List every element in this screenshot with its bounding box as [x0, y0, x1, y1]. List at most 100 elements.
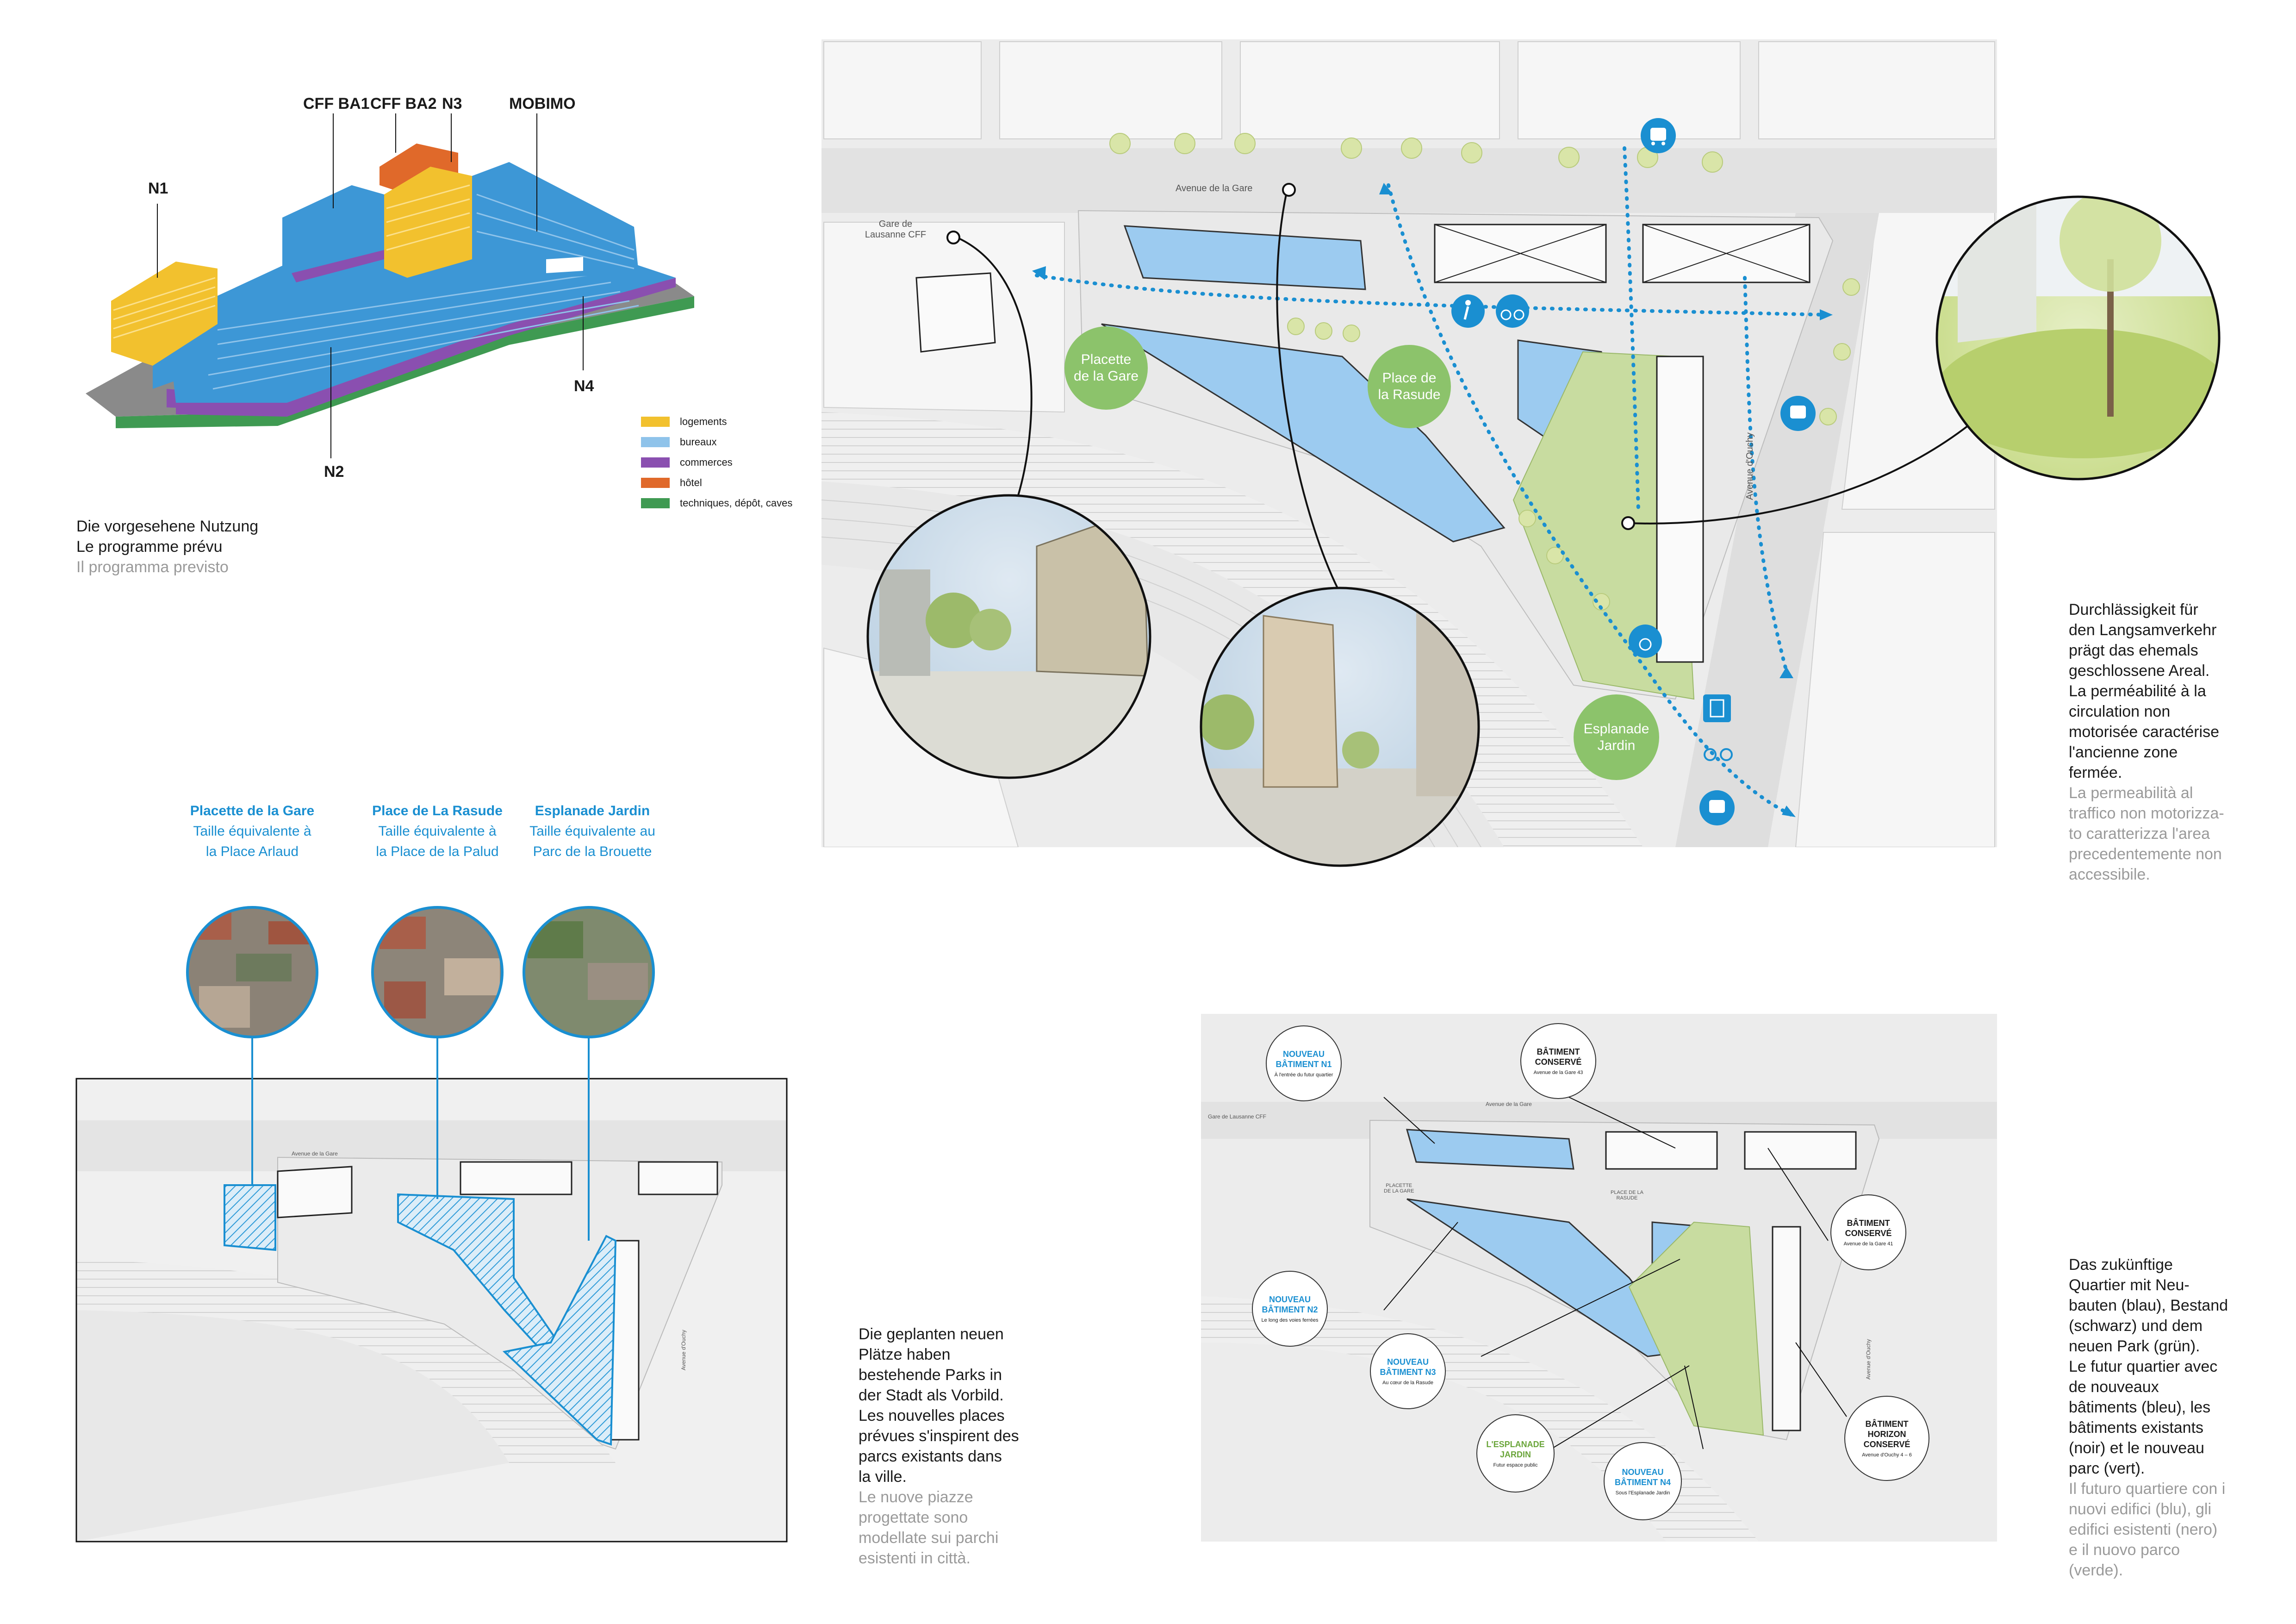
ring-sub: Au cœur de la Rasude — [1382, 1380, 1434, 1386]
park-line: Taille équivalente à — [378, 824, 497, 839]
parks-street-ouchy: Avenue d'Ouchy — [680, 1330, 687, 1370]
caption-line: Le nuove piazze — [859, 1488, 973, 1506]
caption-line: parc (vert). — [2069, 1460, 2145, 1477]
legend-swatch — [641, 478, 670, 488]
legend-swatch — [641, 437, 670, 447]
park-heading-placette: Placette de la Gare Taille équivalente à… — [164, 801, 340, 862]
park-line: la Place de la Palud — [376, 844, 499, 859]
caption-line: traffico non motorizza- — [2069, 805, 2224, 822]
volume-n2 — [167, 250, 676, 403]
bottom-plan-caption: Das zukünftige Quartier mit Neu- bauten … — [2069, 1255, 2228, 1580]
park-heading-rasude: Place de La Rasude Taille équivalente à … — [349, 801, 525, 862]
caption-line: de nouveaux — [2069, 1378, 2159, 1396]
caption-it: Il programma previsto — [76, 558, 229, 576]
pedestrian-icon — [1451, 294, 1485, 328]
caption-line: circulation non — [2069, 703, 2171, 720]
caption-line: esistenti in città. — [859, 1549, 971, 1567]
ring-title: NOUVEAU — [1387, 1357, 1429, 1367]
ring-title: CONSERVÉ — [1863, 1440, 1910, 1449]
park-heading-esplanade: Esplanade Jardin Taille équivalente au P… — [504, 801, 680, 862]
bubble-line: Esplanade — [1583, 721, 1649, 737]
aerial-arlaud — [186, 906, 318, 1038]
caption-line: prägt das ehemals — [2069, 642, 2198, 659]
parks-street-gare: Avenue de la Gare — [292, 1150, 338, 1157]
ring-title: NOUVEAU — [1269, 1295, 1311, 1304]
hatch-placette — [224, 1184, 276, 1251]
caption-line: prévues s'inspirent des — [859, 1427, 1019, 1445]
caption-line: bauten (blau), Bestand — [2069, 1297, 2228, 1314]
ring-title: NOUVEAU — [1622, 1467, 1664, 1477]
ring-title: BÂTIMENT — [1847, 1218, 1890, 1228]
caption-line: Die geplanten neuen — [859, 1325, 1004, 1343]
caption-line: neuen Park (grün). — [2069, 1337, 2200, 1355]
caption-line: (noir) et le nouveau — [2069, 1439, 2204, 1457]
caption-line: Plätze haben — [859, 1346, 951, 1363]
park-title: Placette de la Gare — [190, 803, 315, 818]
caption-line: (verde). — [2069, 1562, 2123, 1579]
caption-line: (schwarz) und dem — [2069, 1317, 2203, 1335]
legend-item: logements — [641, 416, 727, 428]
street-label-ouchy: Avenue d'Ouchy — [1745, 432, 1755, 500]
ring-title: HORIZON — [1867, 1430, 1906, 1439]
caption-line: Durchlässigkeit für — [2069, 601, 2198, 618]
bottom-street-gare: Avenue de la Gare — [1486, 1101, 1532, 1107]
label-n4: N4 — [574, 377, 594, 395]
station-label-line: Gare de — [878, 219, 913, 229]
ring-n4: NOUVEAU BÂTIMENT N4 Sous l'Esplanade Jar… — [1604, 1442, 1682, 1520]
caption-line: La permeabilità al — [2069, 784, 2193, 802]
aerial-brouette — [523, 906, 655, 1038]
station-label: Gare de Lausanne CFF — [863, 219, 928, 240]
ring-title: JARDIN — [1500, 1449, 1531, 1459]
bus-icon-south — [1699, 790, 1735, 825]
caption-line: bestehende Parks in — [859, 1366, 1002, 1384]
ring-sub: Le long des voies ferrées — [1261, 1318, 1319, 1323]
station-label-line: Lausanne CFF — [865, 230, 927, 240]
parks-plan — [75, 906, 788, 1543]
volume-n1 — [111, 262, 218, 366]
bus-icon-ouchy — [1780, 396, 1816, 431]
label-cff-ba2: CFF BA2 — [370, 95, 437, 112]
volume-diagram — [86, 113, 694, 458]
label-n3: N3 — [442, 95, 462, 112]
ring-n1: NOUVEAU BÂTIMENT N1 À l'entrée du futur … — [1266, 1025, 1342, 1101]
label-n1: N1 — [148, 180, 168, 197]
bottom-street-ouchy: Avenue d'Ouchy — [1865, 1339, 1872, 1380]
vignette-park — [1935, 195, 2221, 481]
vignette-placette — [866, 494, 1151, 779]
bottom-station-label: Gare de Lausanne CFF — [1208, 1113, 1267, 1120]
caption-line: la ville. — [859, 1468, 907, 1486]
caption-line: Il futuro quartiere con i — [2069, 1480, 2226, 1498]
ring-sub: À l'entrée du futur quartier — [1274, 1072, 1333, 1078]
legend-item: bureaux — [641, 436, 717, 448]
legend-item: commerces — [641, 456, 733, 468]
ring-sub: Avenue de la Gare 43 — [1533, 1070, 1583, 1075]
ring-esplanade: L'ESPLANADE JARDIN Futur espace public — [1476, 1414, 1555, 1493]
caption-line: to caratterizza l'area — [2069, 825, 2210, 843]
bus-icon — [1641, 118, 1676, 153]
ring-title: L'ESPLANADE — [1486, 1439, 1545, 1449]
caption-line: Les nouvelles places — [859, 1407, 1005, 1424]
bubble-line: Placette — [1081, 352, 1132, 367]
legend-swatch — [641, 417, 670, 427]
street-label-gare: Avenue de la Gare — [1176, 183, 1253, 194]
bubble-line: Jardin — [1597, 737, 1636, 753]
ring-sub: Futur espace public — [1493, 1462, 1538, 1468]
main-bldg-n1 — [1123, 225, 1366, 290]
ring-conserve-top: BÂTIMENT CONSERVÉ Avenue de la Gare 43 — [1520, 1023, 1596, 1099]
ring-title: BÂTIMENT N1 — [1276, 1060, 1332, 1069]
legend-label: logements — [680, 416, 727, 427]
park-line: Taille équivalente à — [193, 824, 311, 839]
parks-caption: Die geplanten neuen Plätze haben bestehe… — [859, 1324, 1019, 1568]
ring-title: BÂTIMENT — [1537, 1047, 1580, 1056]
park-line: Taille équivalente au — [529, 824, 655, 839]
park-line: la Place Arlaud — [205, 844, 299, 859]
caption-line: geschlossene Areal. — [2069, 662, 2210, 680]
caption-line: parcs existants dans — [859, 1448, 1002, 1465]
ring-sub: Sous l'Esplanade Jardin — [1615, 1490, 1670, 1496]
bottom-rasude-label: PLACE DE LA RASUDE — [1611, 1190, 1643, 1201]
volume-caption: Die vorgesehene Nutzung Le programme pré… — [76, 516, 258, 577]
